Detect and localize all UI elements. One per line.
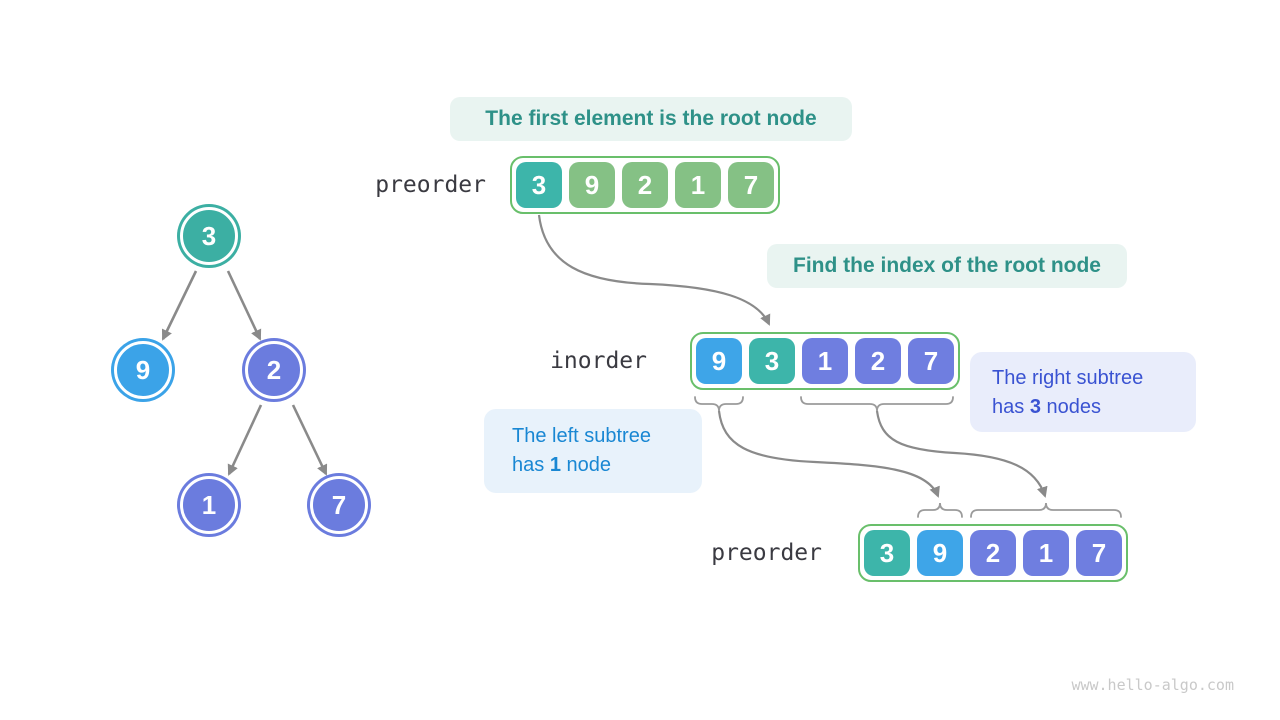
inorder-label: inorder — [550, 348, 647, 374]
callout-left-subtree-line2: has 1 node — [512, 454, 611, 476]
brace-preorder-right-subtree-icon — [970, 502, 1122, 518]
tree-node-2: 2 — [245, 341, 303, 399]
arrow-left-part-to-preorder-icon — [717, 410, 940, 498]
array-cell: 1 — [802, 338, 848, 384]
callout-left-subtree: The left subtree has 1 node — [484, 409, 702, 493]
tree-node-7: 7 — [310, 476, 368, 534]
inorder-array: 9 3 1 2 7 — [690, 332, 960, 390]
preorder-bottom-label: preorder — [711, 540, 822, 566]
array-cell: 2 — [622, 162, 668, 208]
watermark: www.hello-algo.com — [1071, 676, 1234, 694]
callout-right-subtree-line1: The right subtree — [992, 367, 1144, 389]
brace-inorder-right-subtree-icon — [800, 396, 954, 412]
tree-edge-3-9-arrow-icon — [161, 270, 198, 341]
brace-inorder-left-subtree-icon — [694, 396, 744, 412]
array-cell: 7 — [908, 338, 954, 384]
preorder-bottom-array: 3 9 2 1 7 — [858, 524, 1128, 582]
preorder-top-array: 3 9 2 1 7 — [510, 156, 780, 214]
left-subtree-count: 1 — [549, 454, 561, 476]
callout-first-element: The first element is the root node — [450, 97, 852, 141]
tree-node-9: 9 — [114, 341, 172, 399]
array-cell: 3 — [749, 338, 795, 384]
array-cell: 3 — [864, 530, 910, 576]
array-cell: 7 — [1076, 530, 1122, 576]
array-cell: 1 — [675, 162, 721, 208]
brace-preorder-left-subtree-icon — [917, 502, 963, 518]
tree-edge-2-7-arrow-icon — [291, 404, 328, 476]
callout-left-subtree-line1: The left subtree — [512, 425, 651, 447]
array-cell: 2 — [855, 338, 901, 384]
tree-edge-2-1-arrow-icon — [227, 404, 263, 476]
arrow-root-to-inorder-icon — [537, 214, 771, 326]
array-cell: 7 — [728, 162, 774, 208]
tree-node-root: 3 — [180, 207, 238, 265]
tree-node-1: 1 — [180, 476, 238, 534]
array-cell: 9 — [569, 162, 615, 208]
array-cell: 3 — [516, 162, 562, 208]
callout-find-index: Find the index of the root node — [767, 244, 1127, 288]
callout-right-subtree: The right subtree has 3 nodes — [970, 352, 1196, 432]
array-cell: 1 — [1023, 530, 1069, 576]
array-cell: 9 — [917, 530, 963, 576]
tree-edge-3-2-arrow-icon — [226, 270, 262, 341]
callout-right-subtree-line2: has 3 nodes — [992, 396, 1101, 418]
array-cell: 9 — [696, 338, 742, 384]
right-subtree-count: 3 — [1029, 396, 1041, 418]
preorder-top-label: preorder — [375, 172, 486, 198]
array-cell: 2 — [970, 530, 1016, 576]
